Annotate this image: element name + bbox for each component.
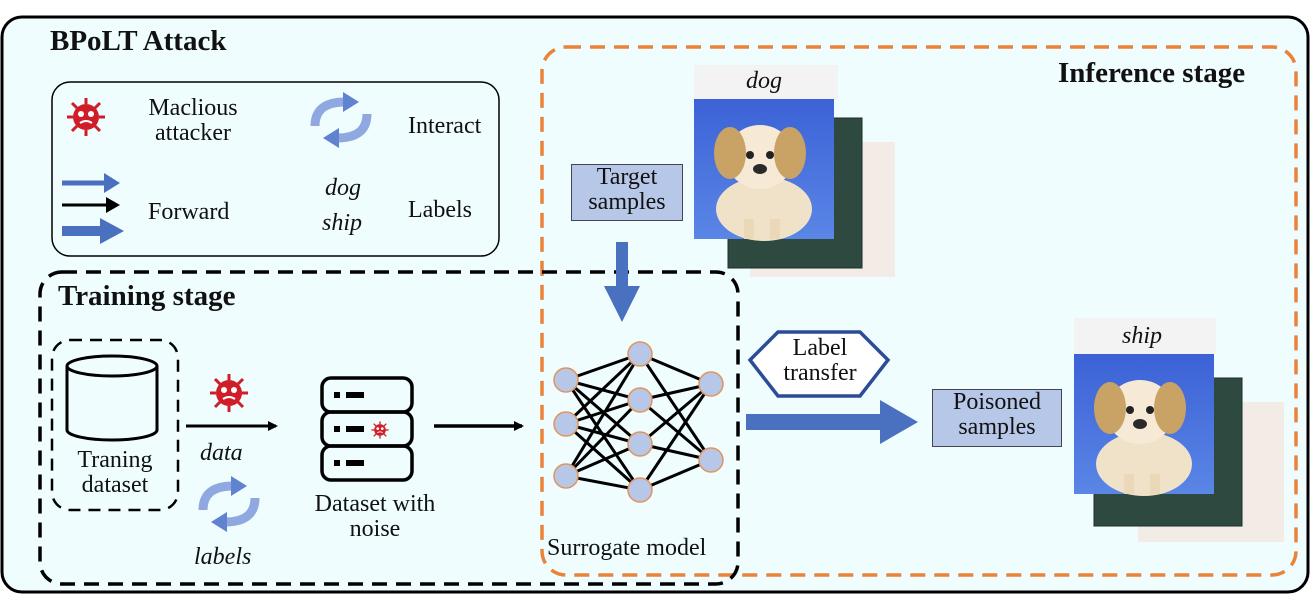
nn-edge	[564, 398, 642, 478]
cylinder-icon	[65, 354, 159, 442]
target-image-stack	[694, 65, 895, 277]
training-dataset-label: Traning dataset	[77, 447, 153, 498]
legend-forward-label: Forward	[148, 199, 230, 225]
label-transfer-text: Label transfer	[783, 335, 857, 386]
legend-label-ship: ship	[322, 210, 363, 236]
virus-icon	[65, 96, 107, 138]
server-icon	[320, 376, 414, 482]
label-transfer-hexagon	[747, 330, 891, 398]
nn-edge	[565, 352, 641, 382]
nn-edge	[639, 382, 712, 446]
diagram-title: BPoLT Attack	[50, 25, 227, 57]
surrogate-model-label: Surrogate model	[547, 535, 707, 561]
nn-node	[553, 367, 579, 393]
nn-edge	[565, 422, 641, 492]
legend-box	[51, 81, 500, 257]
nn-node	[698, 447, 724, 473]
noisy-dataset-label: Dataset with noise	[314, 491, 436, 542]
nn-edge	[564, 353, 642, 477]
target-image-label: dog	[746, 68, 782, 94]
virus-icon	[208, 372, 250, 414]
nn-edge	[565, 398, 641, 426]
nn-node	[627, 341, 653, 367]
nn-edge	[638, 353, 713, 461]
nn-node	[553, 463, 579, 489]
nn-node	[627, 431, 653, 457]
nn-node	[698, 371, 724, 397]
legend-attacker-label: Maclious attacker	[148, 95, 238, 146]
dog-image-icon	[1074, 354, 1214, 496]
labels-arrow-label: labels	[194, 544, 252, 570]
poisoned-image-label: ship	[1122, 323, 1163, 349]
target-arrow	[604, 242, 640, 322]
legend-interact-label: Interact	[408, 113, 482, 139]
dog-image-icon	[694, 99, 834, 241]
nn-node	[627, 477, 653, 503]
nn-edge	[565, 442, 641, 478]
legend-label-dog: dog	[325, 175, 361, 201]
nn-edge	[639, 458, 712, 492]
inference-stage-region	[540, 45, 1298, 577]
nn-edge	[565, 422, 641, 446]
data-arrow-label: data	[200, 440, 243, 466]
poisoned-samples-box: Poisoned samples	[932, 389, 1062, 447]
nn-edge	[564, 352, 642, 426]
poisoned-image-stack	[1074, 318, 1284, 542]
outer-frame	[0, 15, 1310, 594]
nn-node	[553, 411, 579, 437]
training-stage-label: Training stage	[58, 280, 236, 312]
neural-network-icon	[553, 341, 724, 503]
nn-edge	[639, 398, 712, 462]
training-stage-region	[38, 270, 740, 586]
nn-edge	[639, 352, 712, 386]
nn-edge	[638, 383, 713, 491]
training-dataset-box	[50, 338, 180, 512]
forward-arrows-icon	[62, 173, 124, 244]
nn-node	[627, 387, 653, 413]
target-samples-box: Target samples	[571, 164, 683, 221]
inference-stage-label: Inference stage	[1058, 57, 1246, 89]
legend-labels-label: Labels	[408, 197, 472, 223]
poison-arrow	[746, 400, 918, 444]
